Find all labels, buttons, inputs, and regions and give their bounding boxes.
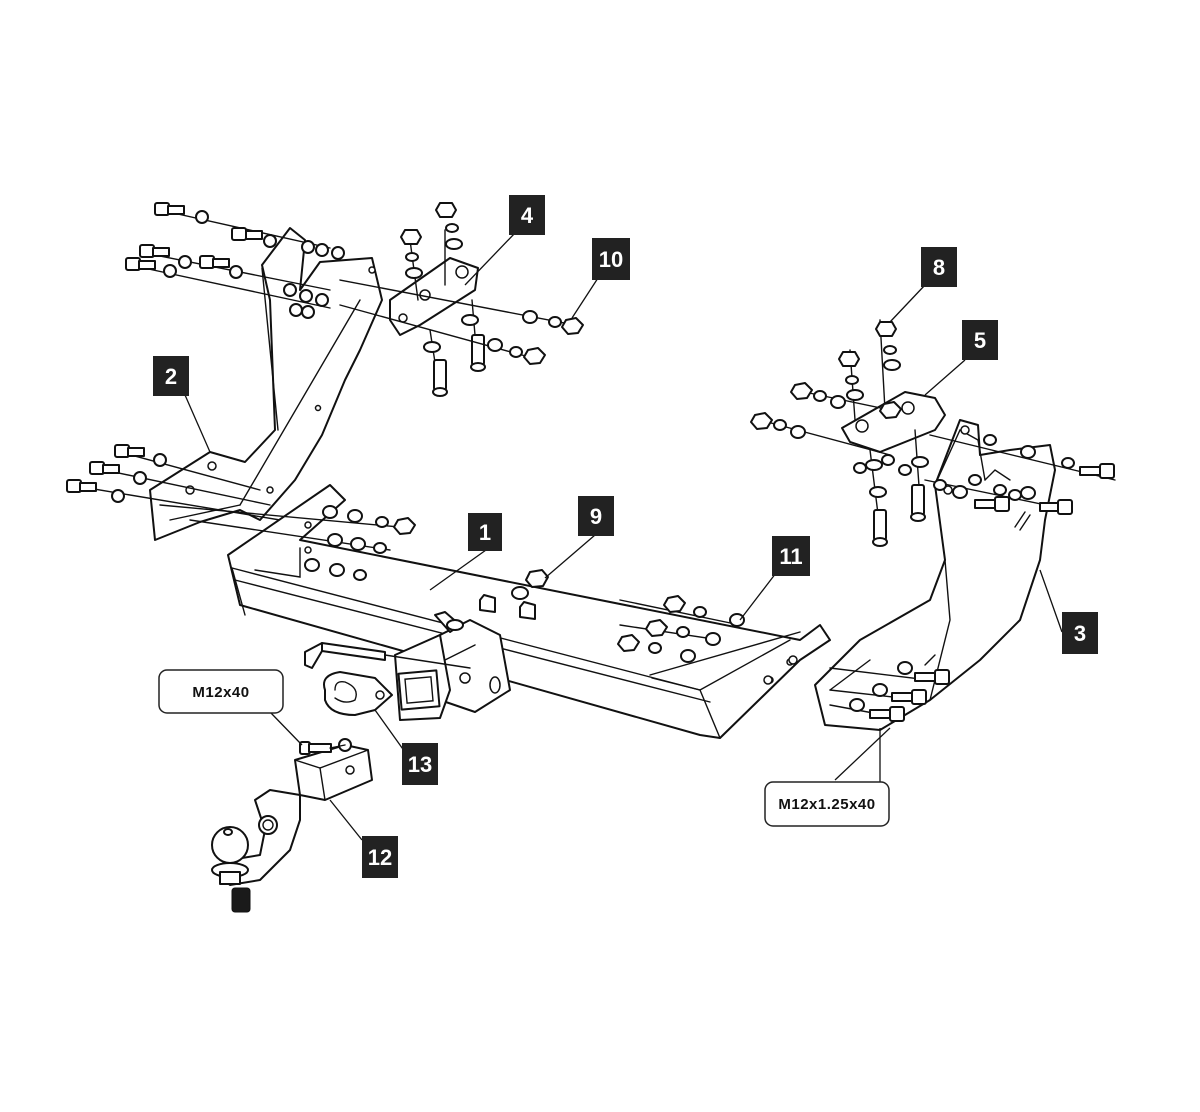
left-lower-bolts: [66, 444, 281, 521]
svg-text:10: 10: [599, 247, 623, 272]
right-upper-bolts: [924, 434, 1116, 515]
callout-2: 2: [153, 356, 189, 396]
svg-text:4: 4: [521, 203, 534, 228]
svg-text:5: 5: [974, 328, 986, 353]
spec-label-m12x1-25x40: M12x1.25x40: [764, 781, 890, 827]
callout-1: 1: [468, 513, 502, 551]
leader-lines: [184, 232, 1063, 841]
fastener-set-part-10: [339, 279, 584, 365]
right-lower-bolts: [829, 654, 950, 722]
clip-part-13: [323, 671, 393, 716]
bolt-m12x40: [299, 738, 352, 755]
mounting-plate-part-5: [838, 319, 946, 547]
callout-9: 9: [578, 496, 614, 536]
fastener-set-plate-5: [750, 382, 902, 456]
crossbar-bolts-right: [617, 595, 745, 663]
ball-mount-part-12: [211, 744, 373, 913]
hitch-pin: [304, 642, 471, 669]
svg-text:M12x1.25x40: M12x1.25x40: [778, 796, 875, 813]
mounting-plate-part-4: [389, 202, 486, 397]
callout-10: 10: [592, 238, 630, 280]
svg-text:3: 3: [1074, 621, 1086, 646]
callout-12: 12: [362, 836, 398, 878]
svg-text:2: 2: [165, 364, 177, 389]
callout-5: 5: [962, 320, 998, 360]
svg-text:8: 8: [933, 255, 945, 280]
svg-text:13: 13: [408, 752, 432, 777]
callout-11: 11: [772, 536, 810, 576]
callout-4: 4: [509, 195, 545, 235]
svg-text:M12x40: M12x40: [192, 684, 249, 701]
crossbar-bolts-left: [159, 504, 416, 581]
spec-label-m12x40: M12x40: [158, 669, 284, 714]
crossbar-tabs: [479, 569, 549, 620]
svg-text:11: 11: [779, 544, 802, 569]
svg-text:9: 9: [590, 504, 602, 529]
callout-13: 13: [402, 743, 438, 785]
svg-text:1: 1: [479, 520, 491, 545]
svg-text:12: 12: [368, 845, 392, 870]
hitch-receiver: [394, 611, 511, 721]
callout-8: 8: [921, 247, 957, 287]
callout-3: 3: [1062, 612, 1098, 654]
left-upper-bolts: [125, 202, 345, 319]
